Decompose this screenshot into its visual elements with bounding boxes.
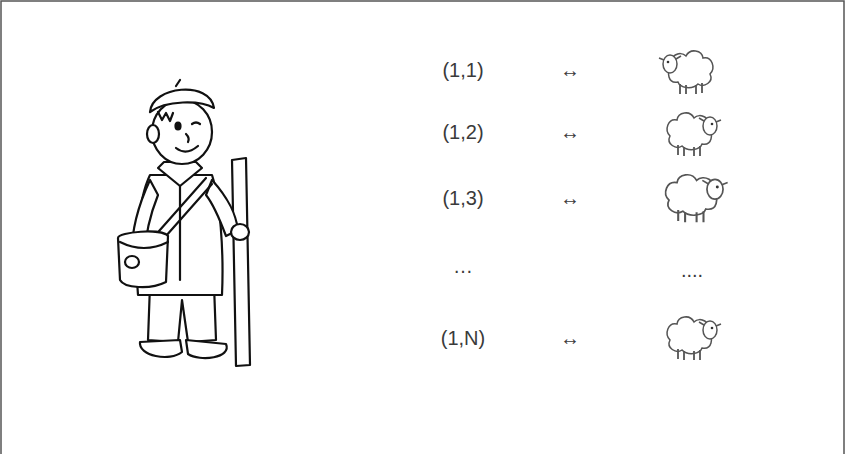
pair-label: (1,2) xyxy=(442,120,483,144)
sheep-icon xyxy=(667,113,721,156)
pair-label: (1,1) xyxy=(442,58,483,82)
sheep-icon xyxy=(667,317,721,360)
ellipsis: … xyxy=(453,254,473,278)
pair-label: (1,N) xyxy=(441,326,485,350)
correspondence-arrow: ↔ xyxy=(560,120,580,144)
pair-label: (1,3) xyxy=(442,186,483,210)
sheep-icon xyxy=(666,175,728,222)
shepherd-boy xyxy=(118,80,250,366)
correspondence-arrow: ↔ xyxy=(560,186,580,210)
correspondence-arrow: ↔ xyxy=(560,326,580,350)
correspondence-arrow: ↔ xyxy=(560,58,580,82)
sheep-icon xyxy=(659,51,713,94)
ellipsis: .... xyxy=(681,258,703,282)
